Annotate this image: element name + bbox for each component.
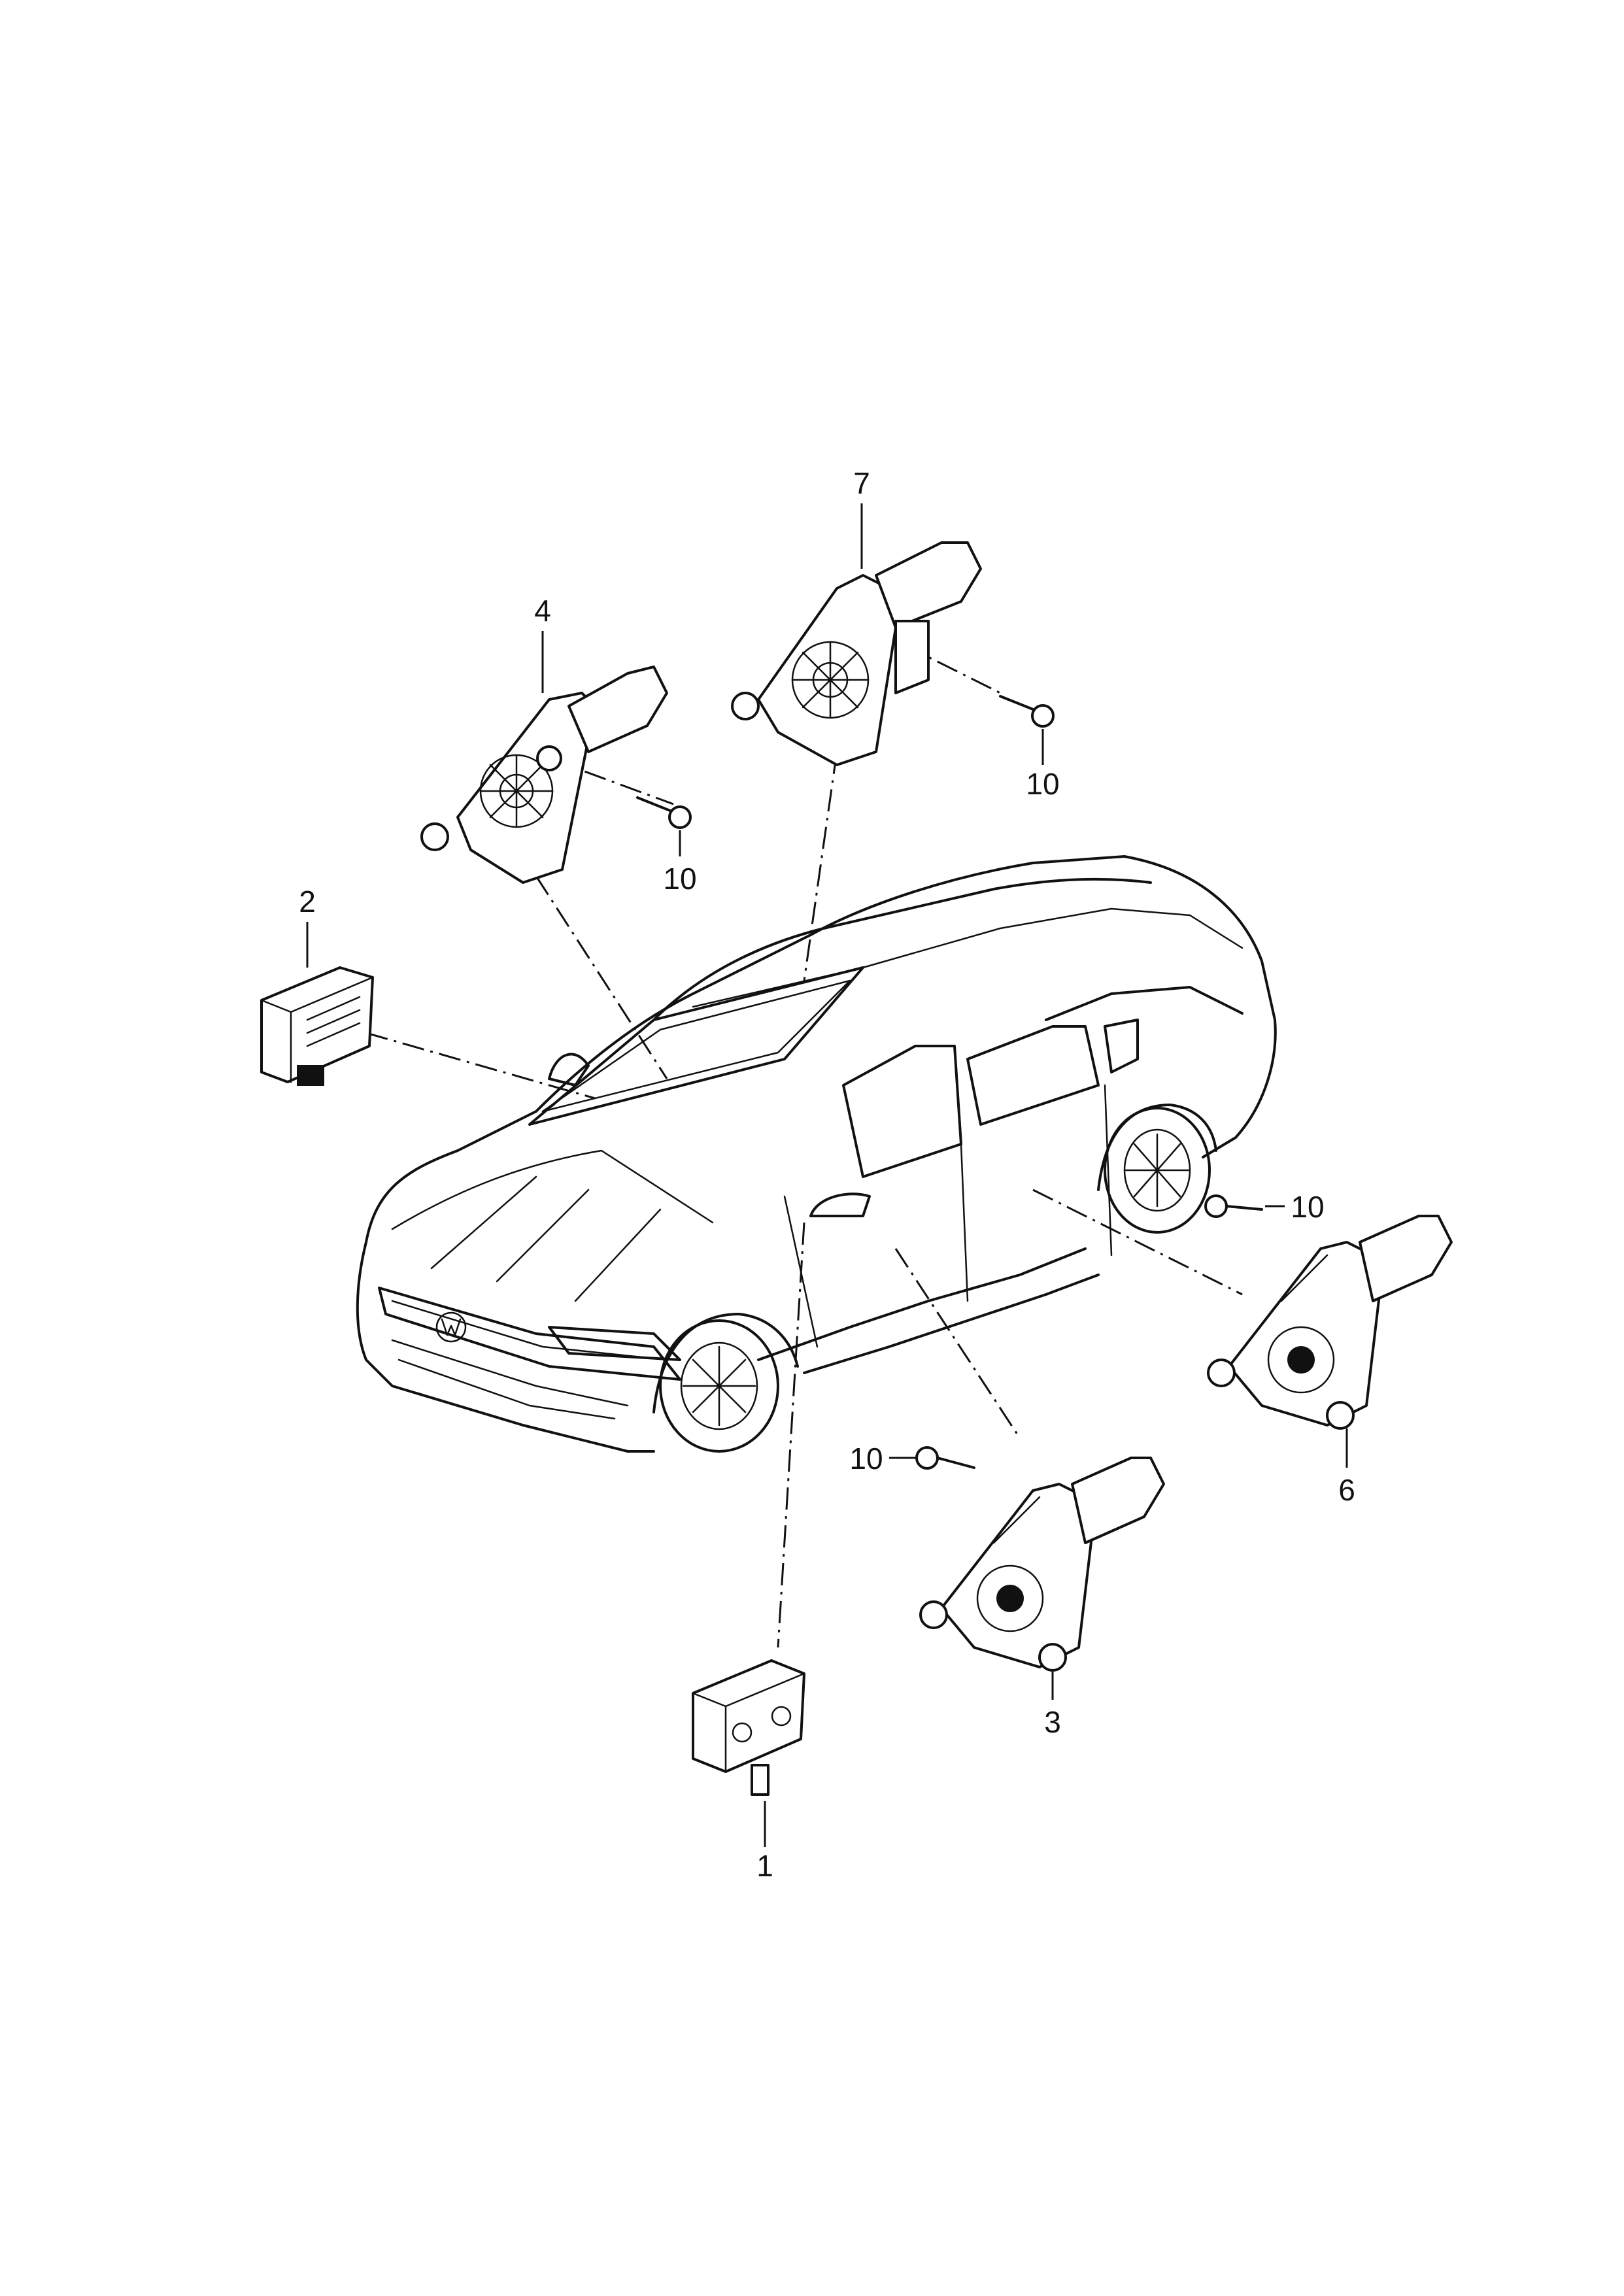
callout-2: 2 — [299, 885, 316, 919]
screw-icon — [999, 695, 1055, 728]
screw-icon — [915, 1446, 975, 1470]
callout-3: 3 — [1044, 1705, 1061, 1739]
callout-leaders — [306, 503, 1348, 1847]
callout-4: 4 — [534, 594, 551, 628]
callout-6: 6 — [1338, 1473, 1355, 1507]
callout-10-item-4: 10 — [663, 862, 696, 896]
screw-icon — [636, 796, 692, 829]
callout-10-item-3: 10 — [849, 1442, 883, 1476]
window-motor-icon — [1207, 1215, 1453, 1430]
window-motor-icon — [420, 666, 668, 884]
car-outline-icon — [356, 855, 1277, 1453]
callout-1: 1 — [756, 1849, 773, 1883]
control-unit-icon — [692, 1659, 805, 1796]
callout-10-item-7: 10 — [1026, 767, 1059, 801]
callout-10-item-6: 10 — [1291, 1190, 1324, 1224]
control-unit-icon — [260, 966, 374, 1086]
window-motor-icon — [919, 1457, 1165, 1672]
screw-icon — [1204, 1194, 1263, 1218]
window-motor-icon — [731, 541, 982, 766]
callout-7: 7 — [853, 466, 870, 500]
